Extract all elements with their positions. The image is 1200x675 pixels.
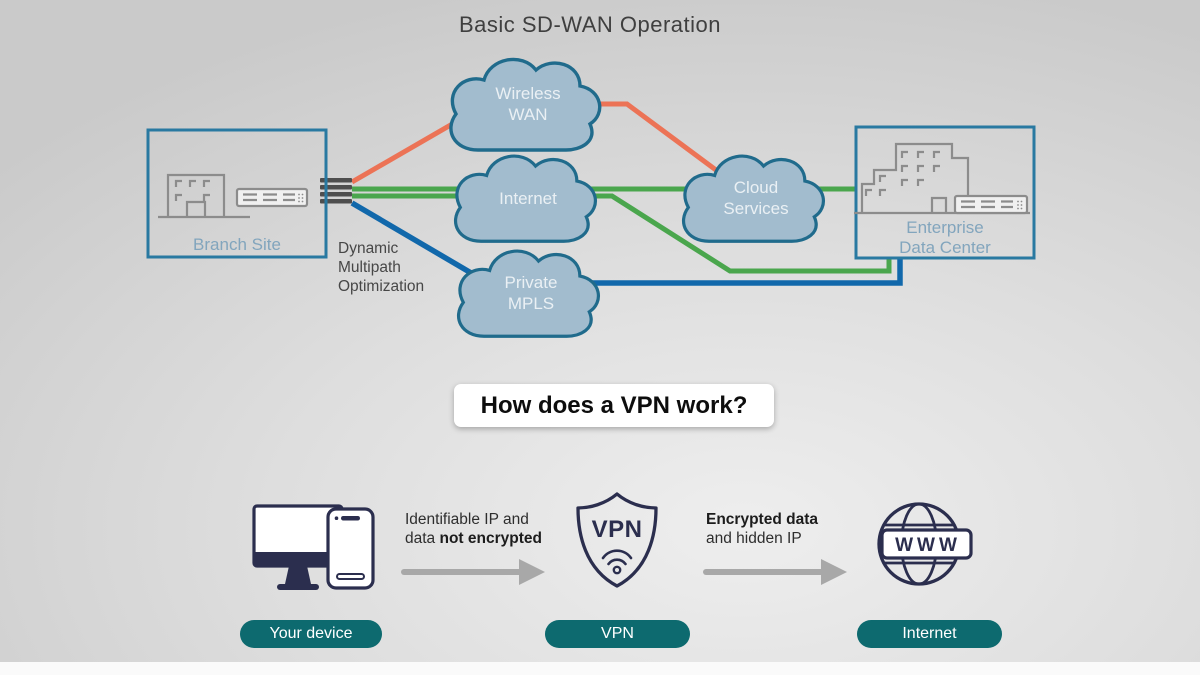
building-windows	[174, 179, 210, 201]
phone-home-bar	[336, 573, 365, 580]
enterprise-border	[854, 125, 1036, 260]
pill-internet: Internet	[857, 620, 1002, 648]
note-line1: Identifiable IP and	[405, 511, 529, 528]
arrow-right-icon	[703, 559, 847, 585]
arrow-right-icon	[401, 559, 545, 585]
building-icon	[854, 142, 1030, 215]
cloud-internet: Internet	[453, 154, 598, 243]
branch-site-label: Branch Site	[193, 235, 281, 254]
pill-your-device: Your device	[240, 620, 382, 648]
monitor-base	[277, 584, 319, 590]
bottom-white-strip	[0, 662, 1200, 675]
cloud-services-label-2: Services	[723, 199, 788, 218]
svg-text:Dynamic: Dynamic	[338, 240, 399, 257]
cloud-private-mpls: Private MPLS	[456, 249, 601, 338]
router-icon	[953, 194, 1029, 215]
branch-site-box: Branch Site	[146, 128, 328, 259]
link-bundle-icon	[320, 178, 352, 204]
svg-text:Optimization: Optimization	[338, 278, 424, 295]
enterprise-label-1: Enterprise	[906, 218, 983, 237]
cloud-wireless-wan: Wireless WAN	[449, 57, 602, 152]
enterprise-label-2: Data Center	[899, 238, 991, 257]
diagram-title: Basic SD-WAN Operation	[459, 12, 721, 37]
mpls-link-right	[555, 258, 903, 286]
cloud-mpls-label-1: Private	[505, 273, 558, 292]
cloud-wireless-label-1: Wireless	[495, 84, 560, 103]
monitor-chin	[255, 552, 341, 565]
cloud-mpls-label-2: MPLS	[508, 294, 554, 313]
enterprise-datacenter-box: Enterprise Data Center	[854, 125, 1036, 260]
www-text: WWW	[895, 535, 961, 556]
www-banner	[880, 528, 973, 560]
phone-body	[326, 507, 375, 590]
monitor-phone-icon	[252, 504, 375, 590]
note-line2-bold: not encrypted	[439, 530, 542, 547]
building-windows	[864, 150, 940, 196]
note-line2: and hidden IP	[706, 530, 802, 547]
router-icon	[235, 187, 309, 208]
cloud-internet-label: Internet	[499, 189, 557, 208]
branch-site-border	[146, 128, 328, 259]
shield-wifi-icon: VPN	[576, 492, 658, 588]
building-icon	[158, 173, 250, 219]
vpn-banner: How does a VPN work?	[454, 384, 774, 427]
cloud-wireless-label-2: WAN	[508, 105, 547, 124]
unencrypted-note: Identifiable IP and data not encrypted	[405, 510, 542, 548]
note-line2: data	[405, 530, 440, 547]
dmo-caption: Dynamic Multipath Optimization	[338, 240, 424, 295]
shield-outline	[576, 492, 658, 588]
svg-text:Multipath: Multipath	[338, 259, 401, 276]
pill-vpn: VPN	[545, 620, 690, 648]
phone-camera	[334, 516, 339, 520]
cloud-cloud-services: Cloud Services	[681, 154, 826, 243]
encrypted-note: Encrypted data and hidden IP	[706, 510, 818, 548]
shield-vpn-text: VPN	[592, 516, 643, 543]
note-line1-bold: Encrypted data	[706, 511, 818, 528]
globe-www-icon: WWW	[877, 502, 973, 586]
globe-latitudes	[885, 523, 953, 565]
phone-speaker	[341, 516, 360, 521]
monitor-stand	[285, 566, 311, 584]
cloud-services-label-1: Cloud	[734, 178, 778, 197]
wifi-icon	[601, 549, 633, 575]
